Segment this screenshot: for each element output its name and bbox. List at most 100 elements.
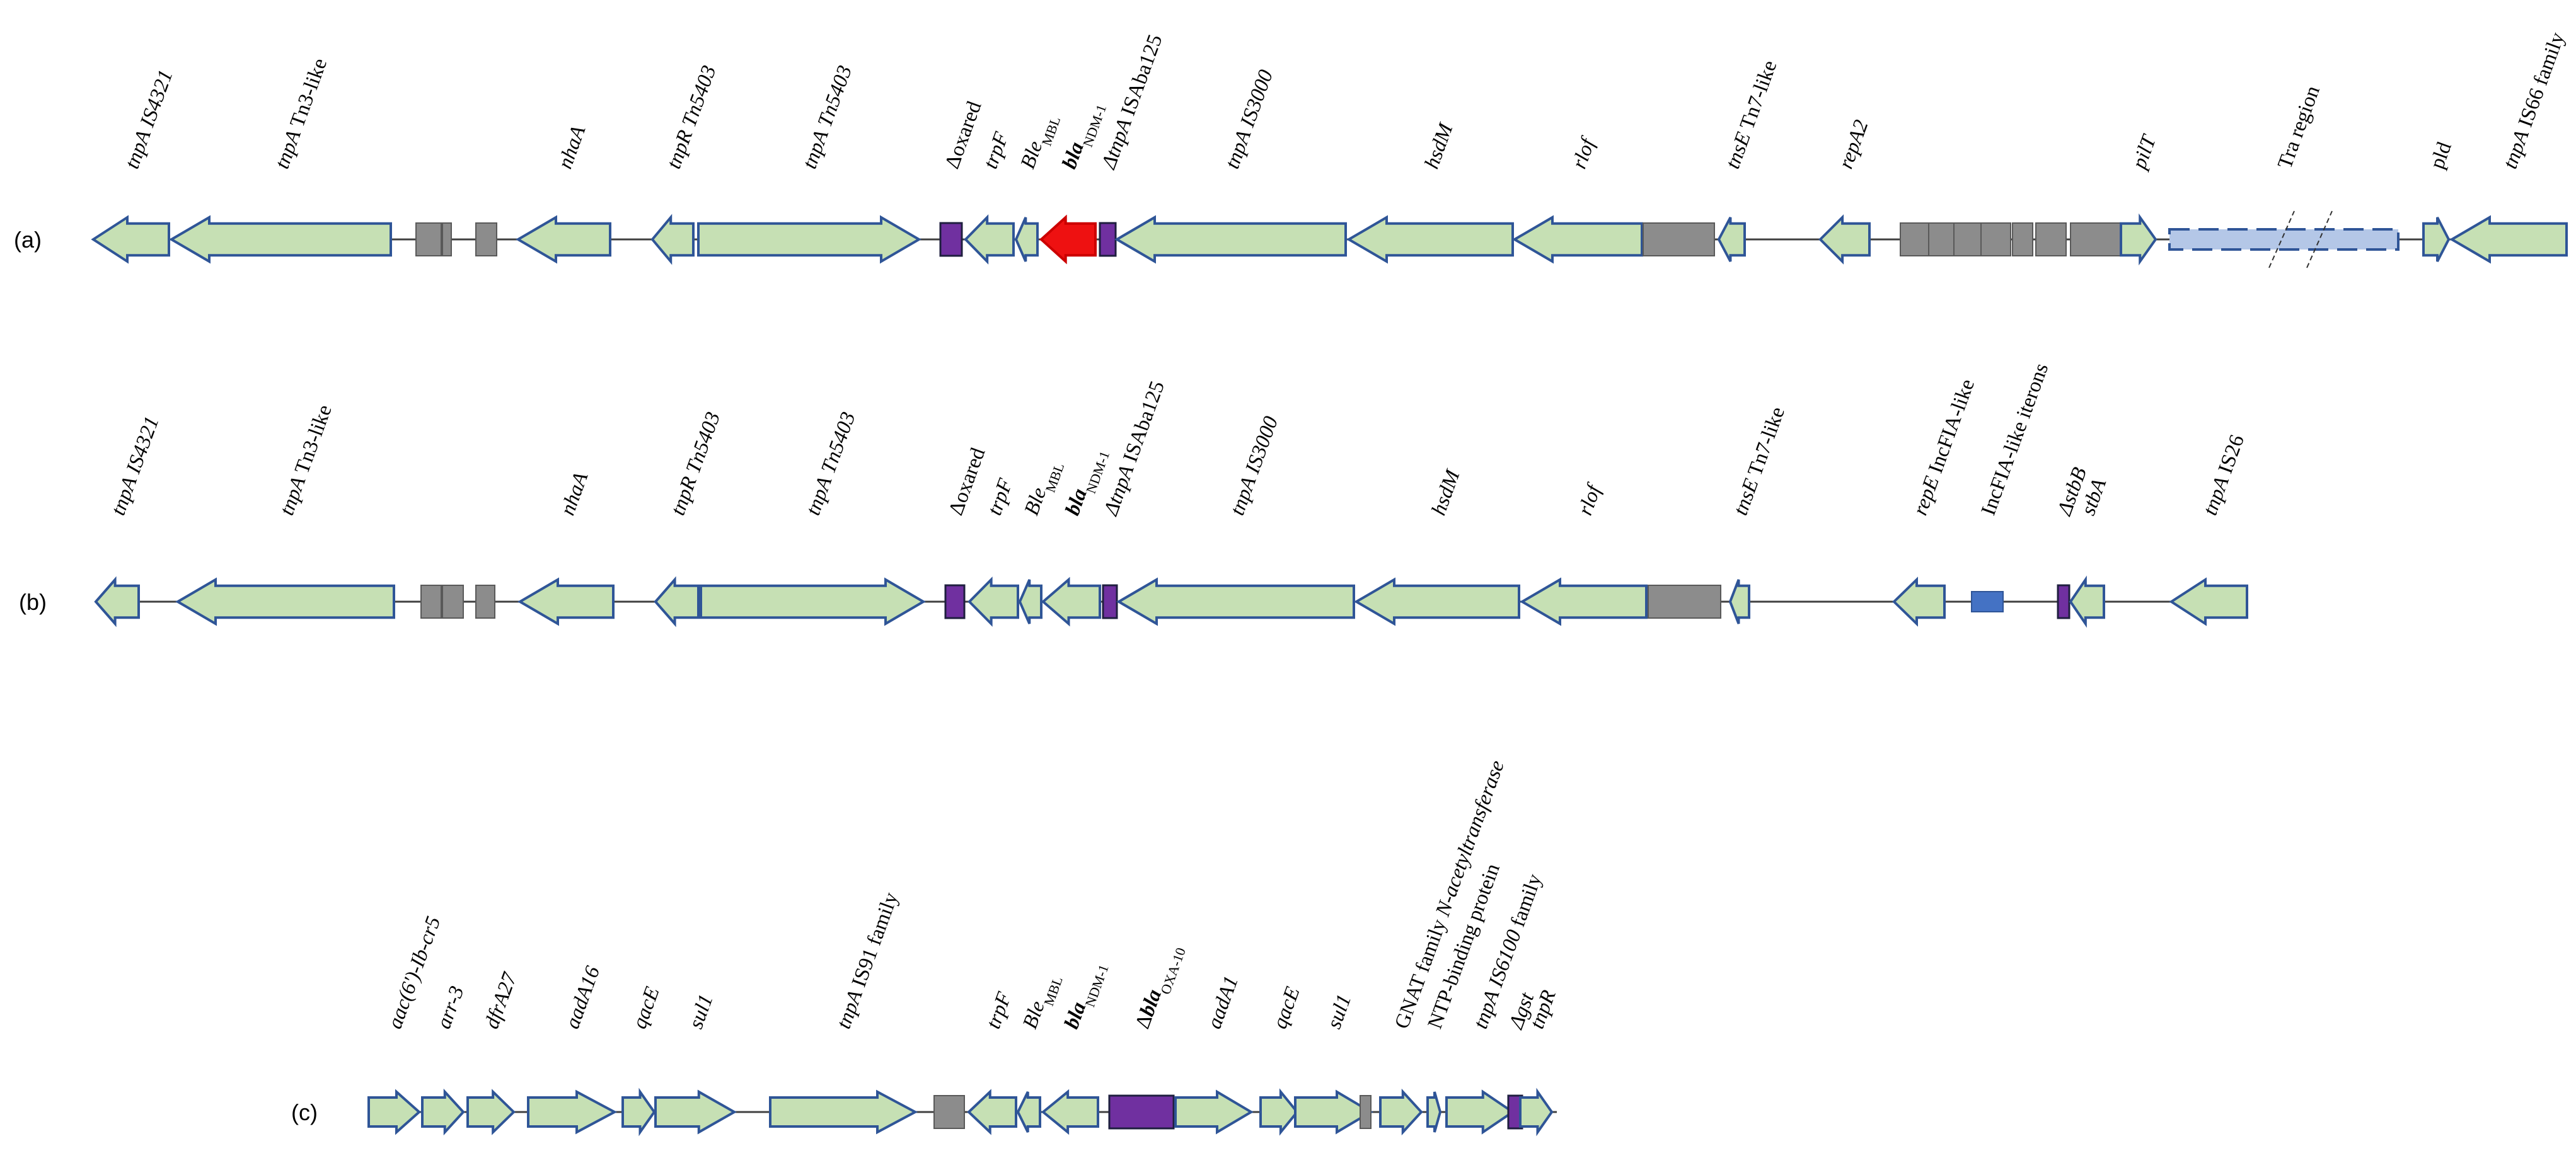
hypothetical-gene-box (442, 585, 464, 619)
rlof-label: rlof (1568, 134, 1600, 172)
gene-arrow-dfra27 (466, 1089, 516, 1135)
hypothetical-gene-box (2012, 222, 2033, 256)
dfra27-label: dfrA27 (480, 969, 522, 1032)
tnpa-tn3-like-label: tnpA Tn3-like (271, 55, 332, 172)
blembl-label: BleMBL (1020, 456, 1067, 520)
tnpa-tn5403-label: tnpA Tn5403 (799, 62, 857, 171)
gene-arrow-aada1 (1174, 1089, 1254, 1135)
qace-label: qacE (628, 984, 664, 1032)
gene-arrow-sul1 (1294, 1089, 1373, 1135)
break-mark (2306, 210, 2333, 268)
truncated-gene-box-tnpa-isaba125 (1099, 222, 1117, 257)
tra-region-box (2168, 228, 2400, 251)
tnpa-isaba125-label: ΔtnpA ISAba125 (1099, 378, 1169, 519)
gene-arrow-qace (621, 1087, 656, 1137)
aada16-label: aadA16 (561, 963, 604, 1031)
sul1-label: sul1 (684, 992, 718, 1032)
tnpa-is4321-label: tnpA IS4321 (121, 67, 178, 171)
gene-arrow-tnpa-is4321 (91, 215, 170, 264)
tnpa-tn5403-label: tnpA Tn5403 (802, 409, 860, 518)
gene-arrow-stba (2069, 575, 2105, 628)
hypothetical-gene-box (420, 585, 442, 619)
repa2-label: repA2 (1835, 117, 1873, 172)
tnpr-label: tnpR (1526, 987, 1561, 1032)
gene-arrow-tnpa-is3000 (1114, 215, 1347, 264)
hypothetical-gene-box (1360, 1095, 1372, 1129)
sul1-label: sul1 (1323, 992, 1356, 1032)
gene-arrow-tnpa-tn5403 (700, 577, 926, 626)
gene-arrow-hsdm (1354, 577, 1520, 626)
tnpa-is66-family-label: tnpA IS66 family (2499, 29, 2570, 171)
gene-arrow-blandm-1 (1041, 576, 1101, 627)
gene-arrow-nhaa (516, 215, 611, 264)
gene-arrow-tnpr-tn5403 (654, 576, 700, 628)
gene-arrow-tnpa-is6100-family (1445, 1089, 1515, 1135)
gene-arrow-pld (2422, 217, 2451, 262)
blembl-label: BleMBL (1017, 110, 1063, 174)
gene-arrow-tnpa-is3000 (1116, 577, 1355, 626)
gene-arrow-hsdm (1346, 215, 1514, 264)
hypothetical-gene-box (475, 222, 497, 256)
trpf-label: trpF (983, 476, 1017, 519)
gene-arrow-tnpa-is66-family (2449, 215, 2568, 264)
tnpa-is26-label: tnpA IS26 (2199, 432, 2249, 519)
gene-arrow-rlof (1520, 577, 1648, 626)
panel-label: (b) (19, 589, 47, 615)
gene-arrow-repa2 (1818, 214, 1871, 265)
gene-arrow-tnpr (1519, 1087, 1554, 1137)
hypothetical-gene-box (442, 222, 452, 256)
gene-arrow-trpf (967, 576, 1019, 627)
gene-arrow-tnpa-is26 (2169, 577, 2248, 626)
gene-arrow-blembl (1014, 217, 1039, 262)
pilt-label: pilT (2128, 131, 2162, 173)
gene-arrow-qace (1259, 1088, 1299, 1136)
tra-region-label: Tra region (2273, 83, 2325, 171)
iteron-box (1971, 591, 2004, 612)
hypothetical-gene-box (1643, 222, 1715, 256)
tnpa-is91-family-label: tnpA IS91 family (833, 889, 903, 1031)
gene-arrow-sul1 (654, 1089, 737, 1135)
gene-arrow-trpf (967, 1089, 1017, 1135)
panel-label: (c) (291, 1099, 318, 1125)
gene-arrow-tnpa-tn3-like (169, 215, 392, 264)
gene-arrow-aac-6-ib-cr5 (367, 1089, 422, 1135)
aada1-label: aadA1 (1203, 973, 1243, 1031)
tnpr-tn5403-label: tnpR Tn5403 (662, 62, 720, 171)
hypothetical-gene-box (2035, 222, 2067, 256)
gene-arrow-blembl (1018, 579, 1043, 624)
tnpa-is4321-label: tnpA IS4321 (107, 413, 164, 518)
blaoxa-10-label: ΔblaOXA-10 (1131, 941, 1189, 1034)
gene-arrow-blembl (1016, 1091, 1041, 1133)
hypothetical-gene-box (1928, 222, 1955, 256)
nhaa-label: nhaA (557, 469, 593, 519)
truncated-gene-box-stbb (2057, 584, 2071, 619)
rlof-label: rlof (1574, 480, 1606, 519)
tnpa-is3000-label: tnpA IS3000 (1226, 413, 1283, 519)
gene-arrow-repe-incfia-like (1892, 576, 1946, 627)
gene-arrow-tnse-tn7-like (1728, 579, 1750, 624)
hypothetical-gene-box (933, 1095, 965, 1129)
trpf-label: trpF (982, 989, 1016, 1032)
gene-arrow-blandm-1 (1041, 1089, 1099, 1135)
hypothetical-gene-box (2070, 222, 2122, 256)
truncated-gene-box-oxared (939, 222, 963, 257)
gene-arrow-aada16 (527, 1089, 618, 1135)
gene-arrow-tnse-tn7-like (1717, 217, 1746, 262)
gene-arrow-ntp-binding-protein (1426, 1091, 1442, 1133)
gene-arrow-tnpa-tn5403 (697, 215, 921, 264)
resistance-gene-arrow-blandm-1 (1039, 214, 1097, 265)
panel-label: (a) (14, 227, 42, 253)
tnpa-is3000-label: tnpA IS3000 (1221, 67, 1278, 172)
trpf-label: trpF (979, 129, 1014, 172)
hsdm-label: hsdM (1428, 466, 1465, 519)
tnpr-tn5403-label: tnpR Tn5403 (667, 409, 725, 518)
hypothetical-gene-box (1648, 585, 1721, 619)
truncated-gene-box-blaoxa-10 (1108, 1094, 1175, 1130)
incfia-like-iterons-label: IncFIA-like iterons (1977, 360, 2053, 519)
hsdm-label: hsdM (1421, 120, 1458, 172)
gene-arrow-tnpr-tn5403 (650, 214, 695, 265)
